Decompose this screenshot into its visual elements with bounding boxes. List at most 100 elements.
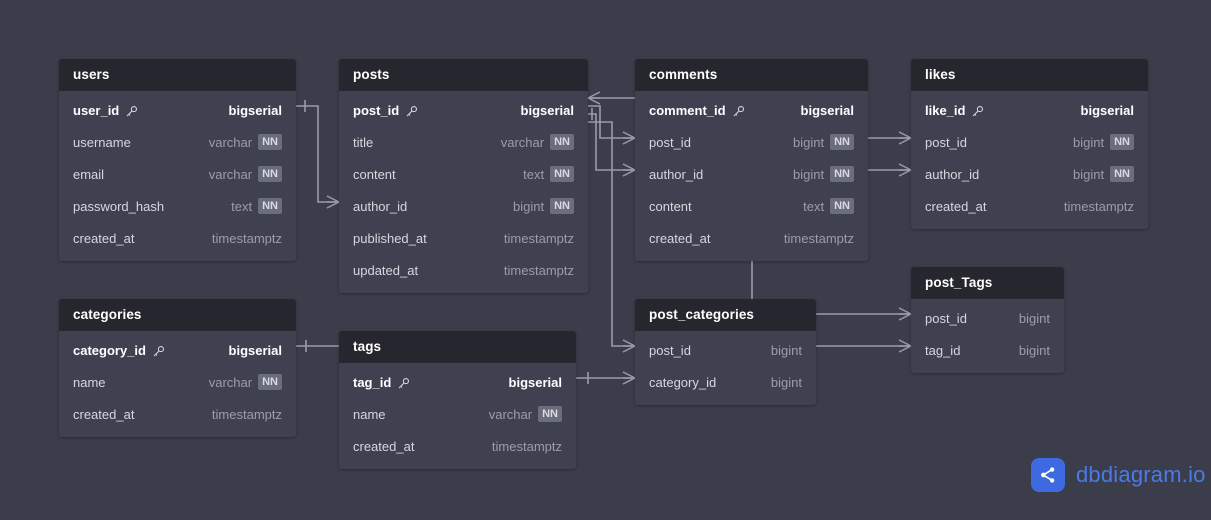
field-name-cell: name <box>73 375 106 390</box>
field-name-cell: created_at <box>73 407 134 422</box>
field-type-cell: bigserial <box>521 103 574 118</box>
share-network-icon <box>1031 458 1065 492</box>
field-name-label: created_at <box>73 406 135 422</box>
field-name-cell: content <box>649 199 692 214</box>
field-row-likes-like_id[interactable]: like_id bigserial <box>911 94 1148 126</box>
field-name-label: tag_id <box>925 342 961 358</box>
field-name-cell: name <box>353 407 386 422</box>
field-name-label: content <box>353 166 396 182</box>
key-icon <box>397 377 410 390</box>
field-name-cell: email <box>73 167 104 182</box>
field-type-label: bigint <box>770 374 802 390</box>
table-title-categories[interactable]: categories <box>59 299 296 331</box>
field-name-cell: like_id <box>925 103 984 118</box>
field-name-cell: author_id <box>925 167 979 182</box>
field-type-label: timestamptz <box>503 262 574 278</box>
relation-posts-comments-postid <box>588 105 636 145</box>
field-name-cell: created_at <box>925 199 986 214</box>
field-name-label: name <box>73 374 106 390</box>
key-icon <box>971 105 984 118</box>
field-name-cell: post_id <box>925 311 967 326</box>
field-type-label: bigint <box>1073 166 1105 182</box>
relation-users-comments-authorid <box>588 108 636 177</box>
field-type-label: text <box>231 198 253 214</box>
table-title-posts[interactable]: posts <box>339 59 588 91</box>
field-name-label: updated_at <box>353 262 419 278</box>
field-type-label: bigserial <box>1080 102 1134 118</box>
not-null-badge: NN <box>550 134 574 150</box>
relation-tags-postcategories-categoryid <box>576 371 636 385</box>
field-type-label: timestamptz <box>783 230 854 246</box>
field-type-cell: timestamptz <box>784 231 854 246</box>
field-row-tags-created_at[interactable]: created_at timestamptz <box>339 430 576 462</box>
field-type-cell: timestamptz <box>504 231 574 246</box>
table-title-comments[interactable]: comments <box>635 59 868 91</box>
table-title-post_categories[interactable]: post_categories <box>635 299 816 331</box>
not-null-badge: NN <box>1110 134 1134 150</box>
field-name-cell: author_id <box>649 167 703 182</box>
not-null-badge: NN <box>830 166 854 182</box>
field-type-label: bigint <box>793 134 825 150</box>
table-title-post_Tags[interactable]: post_Tags <box>911 267 1064 299</box>
field-name-cell: updated_at <box>353 263 418 278</box>
field-type-cell: bigserial <box>801 103 854 118</box>
field-name-label: author_id <box>925 166 980 182</box>
not-null-badge: NN <box>258 374 282 390</box>
field-type-cell: bigserial <box>229 103 282 118</box>
relation-posts-postcategories-postid <box>588 121 636 353</box>
table-title-users[interactable]: users <box>59 59 296 91</box>
field-name-cell: username <box>73 135 131 150</box>
field-type-cell: bigserial <box>509 375 562 390</box>
field-type-label: text <box>803 198 825 214</box>
field-name-label: username <box>73 134 131 150</box>
table-title-likes[interactable]: likes <box>911 59 1148 91</box>
field-name-cell: created_at <box>353 439 414 454</box>
table-title-tags[interactable]: tags <box>339 331 576 363</box>
dbdiagram-watermark[interactable]: dbdiagram.io <box>1031 458 1206 492</box>
field-row-posts-updated_at[interactable]: updated_at timestamptz <box>339 254 588 286</box>
not-null-badge: NN <box>258 166 282 182</box>
field-type-label: timestamptz <box>491 438 562 454</box>
